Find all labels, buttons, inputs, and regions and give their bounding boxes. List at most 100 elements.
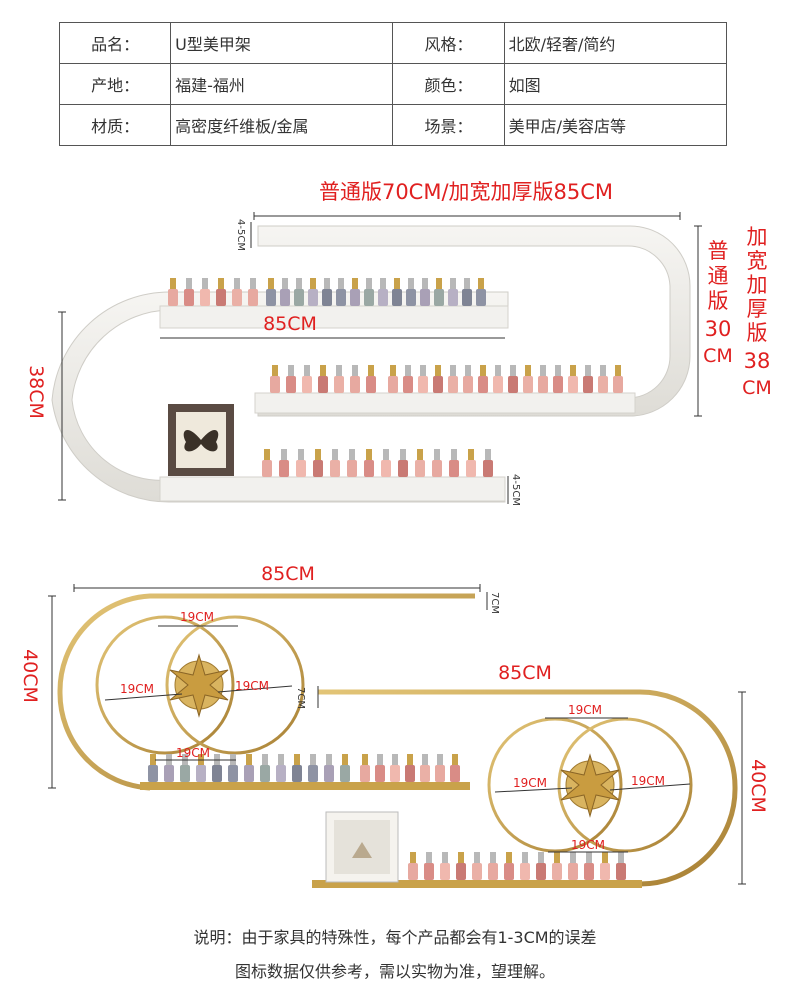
nail-polish-bottle — [336, 278, 346, 306]
spec-value: 北欧/轻奢/简约 — [503, 22, 728, 64]
spec-value: 如图 — [503, 63, 728, 105]
svg-text:19CM: 19CM — [235, 679, 269, 693]
svg-text:19CM: 19CM — [631, 774, 665, 788]
gold-right-height-label: 40CM — [747, 759, 769, 813]
nail-polish-bottle — [616, 852, 626, 880]
nail-polish-bottle — [478, 365, 488, 393]
gold-shelf-right-base — [312, 880, 642, 888]
note-line-1: 说明：由于家具的特殊性，每个产品都会有1-3CM的误差 — [193, 928, 597, 947]
nail-polish-bottle — [405, 754, 415, 782]
nail-polish-bottle — [334, 365, 344, 393]
nail-polish-bottle — [420, 278, 430, 306]
thickness-top-label: 4-5CM — [235, 219, 246, 251]
gold-left-width-label: 85CM — [261, 563, 315, 585]
svg-text:厚: 厚 — [747, 297, 768, 321]
svg-text:19CM: 19CM — [176, 746, 210, 760]
spec-value: 福建-福州 — [170, 63, 394, 105]
nail-polish-bottle — [408, 852, 418, 880]
nail-polish-bottle — [378, 278, 388, 306]
svg-text:CM: CM — [742, 377, 772, 399]
nail-polish-bottle — [294, 278, 304, 306]
svg-text:宽: 宽 — [747, 249, 768, 273]
picture-frame — [325, 811, 399, 883]
nail-polish-bottle — [456, 852, 466, 880]
note-line-2: 图标数据仅供参考，需以实物为准，望理解。 — [234, 962, 555, 981]
gold-shelf-left — [57, 593, 475, 791]
nail-polish-bottle — [212, 754, 222, 782]
svg-text:38: 38 — [744, 349, 771, 373]
nail-polish-bottle — [292, 754, 302, 782]
nail-polish-bottle — [448, 365, 458, 393]
nail-polish-bottle — [435, 754, 445, 782]
nail-polish-bottle — [433, 365, 443, 393]
nail-polish-bottle — [450, 754, 460, 782]
nail-polish-bottle — [260, 754, 270, 782]
nail-polish-bottle — [466, 449, 476, 477]
butterfly-icon — [183, 430, 219, 452]
gold-left-bar-label: 7CM — [489, 592, 500, 614]
nail-polish-bottle — [552, 852, 562, 880]
spec-row: 品名： U型美甲架 风格： 北欧/轻奢/简约 — [58, 22, 728, 64]
nail-polish-bottle — [504, 852, 514, 880]
gold-shelf-right — [318, 689, 738, 887]
nail-polish-bottle — [276, 754, 286, 782]
spec-table: 品名： U型美甲架 风格： 北欧/轻奢/简约 产地： 福建-福州 颜色： 如图 … — [58, 22, 728, 146]
nail-polish-bottle — [472, 852, 482, 880]
nail-polish-bottle — [347, 449, 357, 477]
nail-polish-bottle — [462, 278, 472, 306]
nail-polish-bottle — [296, 449, 306, 477]
nail-polish-bottle — [536, 852, 546, 880]
nail-polish-bottle — [340, 754, 350, 782]
nail-polish-bottle — [308, 754, 318, 782]
spec-value: 高密度纤维板/金属 — [170, 104, 394, 146]
nail-polish-bottle — [200, 278, 210, 306]
thick-version-label: 加 宽 加 厚 版 38 CM — [742, 225, 772, 399]
white-u-shelf — [51, 225, 691, 503]
nail-polish-bottle — [228, 754, 238, 782]
spec-key: 品名： — [58, 22, 172, 64]
spec-value: U型美甲架 — [170, 22, 394, 64]
svg-text:19CM: 19CM — [180, 610, 214, 624]
nail-polish-bottle — [434, 278, 444, 306]
nail-polish-bottle — [463, 365, 473, 393]
gold-right-bar-label: 7CM — [295, 687, 306, 709]
normal-version-label: 普 通 版 30 CM — [703, 239, 733, 367]
nail-polish-bottle — [568, 852, 578, 880]
nail-polish-bottle — [403, 365, 413, 393]
nail-polish-bottle — [308, 278, 318, 306]
width-label: 普通版70CM/加宽加厚版85CM — [319, 180, 613, 204]
svg-text:CM: CM — [703, 345, 733, 367]
nail-polish-bottles — [408, 852, 626, 880]
gold-shelf-left-base — [140, 782, 470, 790]
nail-polish-bottle — [583, 365, 593, 393]
inner-width-label: 85CM — [263, 313, 317, 335]
nail-polish-bottle — [483, 449, 493, 477]
thickness-bottom-label: 4-5CM — [510, 474, 521, 506]
flower-ornament-icon — [169, 653, 229, 718]
nail-polish-bottle — [350, 278, 360, 306]
nail-polish-bottle — [449, 449, 459, 477]
gold-left-height-label: 40CM — [19, 649, 41, 703]
nail-polish-bottle — [350, 365, 360, 393]
svg-text:19CM: 19CM — [513, 776, 547, 790]
spec-key: 颜色： — [392, 63, 505, 105]
spec-row: 产地： 福建-福州 颜色： 如图 — [58, 63, 728, 105]
white-shelf-dimensions: 普通版70CM/加宽加厚版85CM 85CM 38CM 4-5CM 4-5CM … — [25, 180, 772, 506]
nail-polish-bottle — [302, 365, 312, 393]
nail-polish-bottle — [248, 278, 258, 306]
spec-key: 场景： — [392, 104, 505, 146]
nail-polish-bottle — [330, 449, 340, 477]
nail-polish-bottle — [538, 365, 548, 393]
nail-polish-bottle — [279, 449, 289, 477]
nail-polish-bottle — [318, 365, 328, 393]
nail-polish-bottle — [216, 278, 226, 306]
nail-polish-bottle — [488, 852, 498, 880]
svg-text:加: 加 — [747, 273, 768, 297]
nail-polish-bottle — [508, 365, 518, 393]
nail-polish-bottle — [313, 449, 323, 477]
nail-polish-bottle — [613, 365, 623, 393]
nail-polish-bottle — [164, 754, 174, 782]
nail-polish-bottle — [381, 449, 391, 477]
nail-polish-bottle — [168, 278, 178, 306]
